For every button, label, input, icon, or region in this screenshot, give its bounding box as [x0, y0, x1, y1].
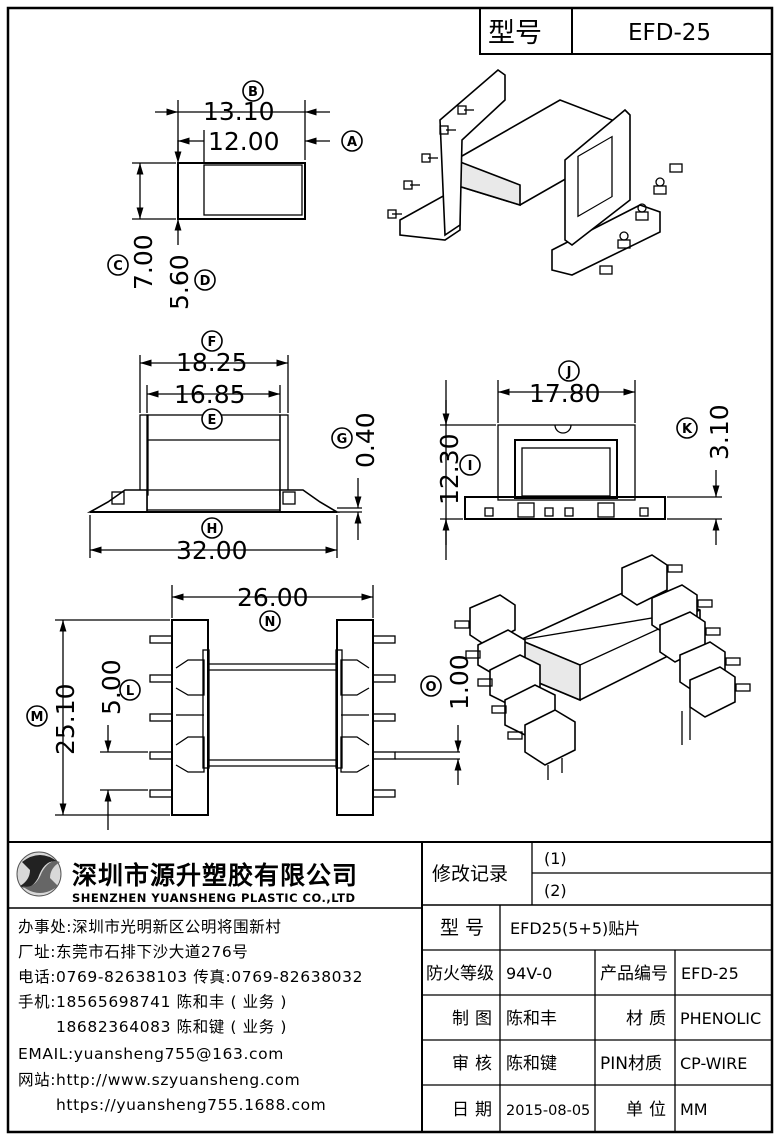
svg-text:A: A — [347, 135, 357, 150]
view-side: 17.80 12.30 3.10 J I K — [435, 360, 734, 560]
mobile-1: 手机:18565698741 陈和丰 ( 业务 ) — [18, 993, 287, 1011]
revision-row-1: (1) — [544, 849, 567, 868]
title-label: 型号 — [488, 18, 542, 49]
pin-material-label: PIN材质 — [600, 1054, 662, 1074]
dim-F: 18.25 — [176, 348, 248, 377]
dim-K: 3.10 — [705, 404, 734, 460]
fire-rating-label: 防火等级 — [426, 964, 494, 984]
dim-G: 0.40 — [351, 412, 380, 468]
marker-I: I — [459, 454, 481, 476]
company-name-en: SHENZHEN YUANSHENG PLASTIC CO.,LTD — [72, 891, 356, 905]
email: EMAIL:yuansheng755@163.com — [18, 1045, 284, 1063]
unit-label: 单位 — [626, 1100, 672, 1120]
marker-B: B — [242, 80, 264, 102]
date-label: 日期 — [452, 1100, 498, 1120]
marker-L: L — [119, 679, 141, 701]
view-bottom: 26.00 25.10 5.00 1.00 N M L O — [26, 583, 474, 830]
svg-text:H: H — [207, 522, 218, 537]
factory-address: 厂址:东莞市石排下沙大道276号 — [18, 943, 248, 961]
view-window-top: 13.10 12.00 7.00 5.60 B A C D — [107, 80, 363, 310]
revision-row-2: (2) — [544, 881, 567, 900]
svg-text:F: F — [208, 335, 217, 350]
office-address: 办事处:深圳市光明新区公明将围新村 — [18, 918, 281, 936]
marker-K: K — [676, 417, 698, 439]
marker-D: D — [194, 269, 216, 291]
marker-N: N — [259, 610, 281, 632]
product-no-label: 产品编号 — [600, 964, 668, 984]
marker-F: F — [201, 330, 223, 352]
revision-label: 修改记录 — [432, 863, 508, 885]
isometric-view-top — [387, 68, 683, 276]
website-1: 网站:http://www.szyuansheng.com — [18, 1071, 300, 1089]
pin-material-value: CP-WIRE — [680, 1054, 747, 1073]
svg-text:O: O — [425, 680, 436, 695]
marker-H: H — [201, 517, 223, 539]
drawn-label: 制图 — [452, 1009, 498, 1029]
marker-M: M — [26, 705, 48, 727]
dim-N: 26.00 — [237, 583, 309, 612]
dim-M: 25.10 — [51, 683, 80, 755]
dim-E: 16.85 — [174, 380, 246, 409]
view-front: 18.25 16.85 32.00 0.40 F E G H — [86, 330, 380, 565]
material-label: 材质 — [626, 1009, 672, 1029]
title-model: EFD-25 — [628, 20, 711, 46]
info-block: 深圳市源升塑胶有限公司 SHENZHEN YUANSHENG PLASTIC C… — [8, 841, 772, 1132]
svg-text:E: E — [208, 413, 217, 428]
svg-text:L: L — [126, 684, 134, 699]
company-logo — [16, 851, 62, 897]
fire-rating-value: 94V-0 — [506, 964, 552, 983]
svg-text:M: M — [31, 710, 44, 725]
phone-fax: 电话:0769-82638103 传真:0769-82638032 — [18, 968, 363, 986]
dim-C: 7.00 — [129, 234, 158, 290]
dim-B: 13.10 — [203, 97, 275, 126]
dim-D: 5.60 — [165, 254, 194, 310]
marker-G: G — [331, 427, 353, 449]
svg-text:I: I — [468, 459, 473, 474]
marker-C: C — [107, 254, 129, 276]
marker-O: O — [420, 675, 442, 697]
svg-text:G: G — [337, 432, 348, 447]
drawn-value: 陈和丰 — [506, 1009, 557, 1029]
date-value: 2015-08-05 — [506, 1103, 590, 1119]
material-value: PHENOLIC — [680, 1009, 761, 1028]
marker-E: E — [201, 408, 223, 430]
website-2: https://yuansheng755.1688.com — [56, 1096, 326, 1114]
dim-J: 17.80 — [529, 379, 601, 408]
marker-A: A — [341, 130, 363, 152]
spec-model-value: EFD25(5+5)贴片 — [510, 919, 640, 938]
marker-J: J — [558, 360, 580, 382]
spec-model-label: 型号 — [440, 917, 490, 939]
svg-text:D: D — [200, 274, 211, 289]
dim-H: 32.00 — [176, 536, 248, 565]
company-name-cn: 深圳市源升塑胶有限公司 — [72, 861, 358, 890]
dim-A: 12.00 — [208, 127, 280, 156]
svg-text:K: K — [682, 422, 693, 437]
svg-text:N: N — [265, 615, 276, 630]
dim-O: 1.00 — [445, 654, 474, 710]
dim-I: 12.30 — [435, 433, 464, 505]
check-label: 审核 — [452, 1054, 498, 1074]
unit-value: MM — [680, 1100, 708, 1119]
svg-text:B: B — [248, 85, 258, 100]
sheet-border — [6, 6, 774, 1134]
mobile-2: 18682364083 陈和键 ( 业务 ) — [56, 1018, 287, 1036]
svg-text:C: C — [113, 259, 123, 274]
svg-text:J: J — [566, 365, 572, 380]
product-no-value: EFD-25 — [681, 964, 739, 983]
isometric-view-bottom — [454, 554, 751, 780]
title-block: 型号 EFD-25 — [479, 7, 773, 55]
check-value: 陈和键 — [506, 1054, 557, 1074]
